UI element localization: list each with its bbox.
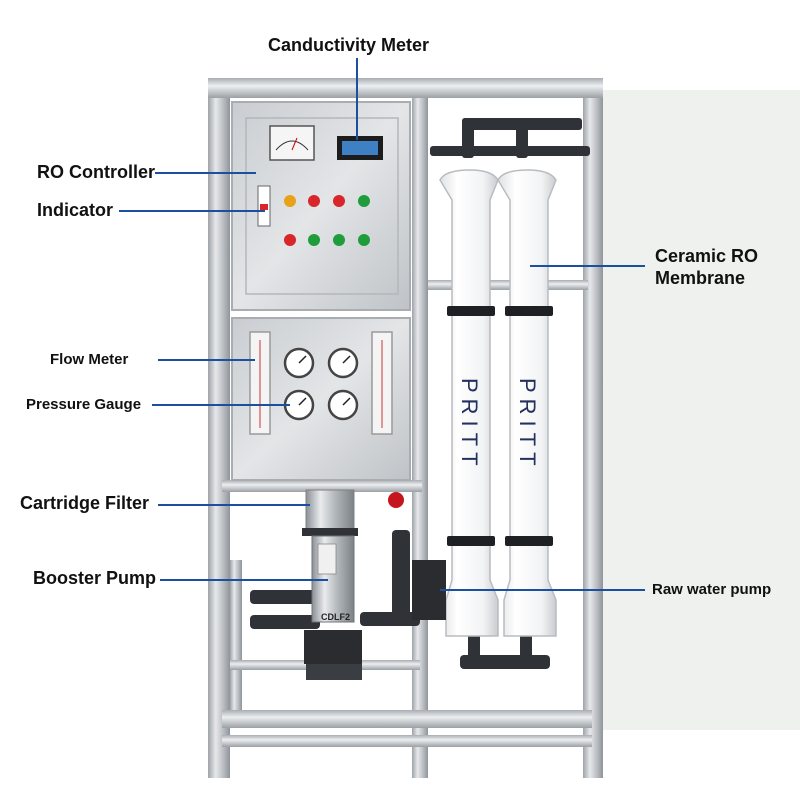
yellow-button	[284, 195, 296, 207]
green-button	[358, 234, 370, 246]
booster-pump	[304, 535, 362, 680]
gauge-panel	[231, 317, 411, 481]
cartridge-filter	[302, 489, 358, 536]
label-pressure-gauge: Pressure Gauge	[26, 396, 142, 413]
label-ceramic-ro-membrane-line1: Ceramic RO	[655, 246, 759, 266]
red-button	[308, 195, 320, 207]
label-ro-controller: RO Controller	[37, 162, 156, 182]
ro-membrane-left	[439, 169, 499, 637]
green-button	[358, 195, 370, 207]
label-conductivity-meter: Canductivity Meter	[268, 35, 430, 55]
pressure-gauge	[327, 389, 359, 421]
background-area	[590, 90, 800, 730]
pump-model-label: CDLF2	[321, 612, 350, 622]
piping	[250, 118, 590, 669]
red-button	[284, 234, 296, 246]
label-raw-water-pump: Raw water pump	[652, 581, 772, 598]
pressure-gauge	[327, 347, 359, 379]
leader-lines	[119, 58, 645, 591]
valve-handle	[388, 492, 404, 508]
green-button	[308, 234, 320, 246]
membrane-brand-right: PRITT	[515, 378, 540, 472]
pressure-gauge	[283, 347, 315, 379]
label-booster-pump: Booster Pump	[33, 568, 157, 588]
label-flow-meter: Flow Meter	[50, 351, 129, 368]
ro-membrane-right	[497, 169, 557, 637]
label-ceramic-ro-membrane-line2: Membrane	[655, 268, 746, 288]
stainless-frame	[208, 78, 603, 778]
analog-meter	[269, 125, 315, 161]
membrane-brand-left: PRITT	[457, 378, 482, 472]
green-button	[333, 234, 345, 246]
red-button	[333, 195, 345, 207]
label-indicator: Indicator	[37, 200, 114, 220]
label-cartridge-filter: Cartridge Filter	[20, 493, 150, 513]
ro-controller-cabinet	[231, 101, 411, 311]
